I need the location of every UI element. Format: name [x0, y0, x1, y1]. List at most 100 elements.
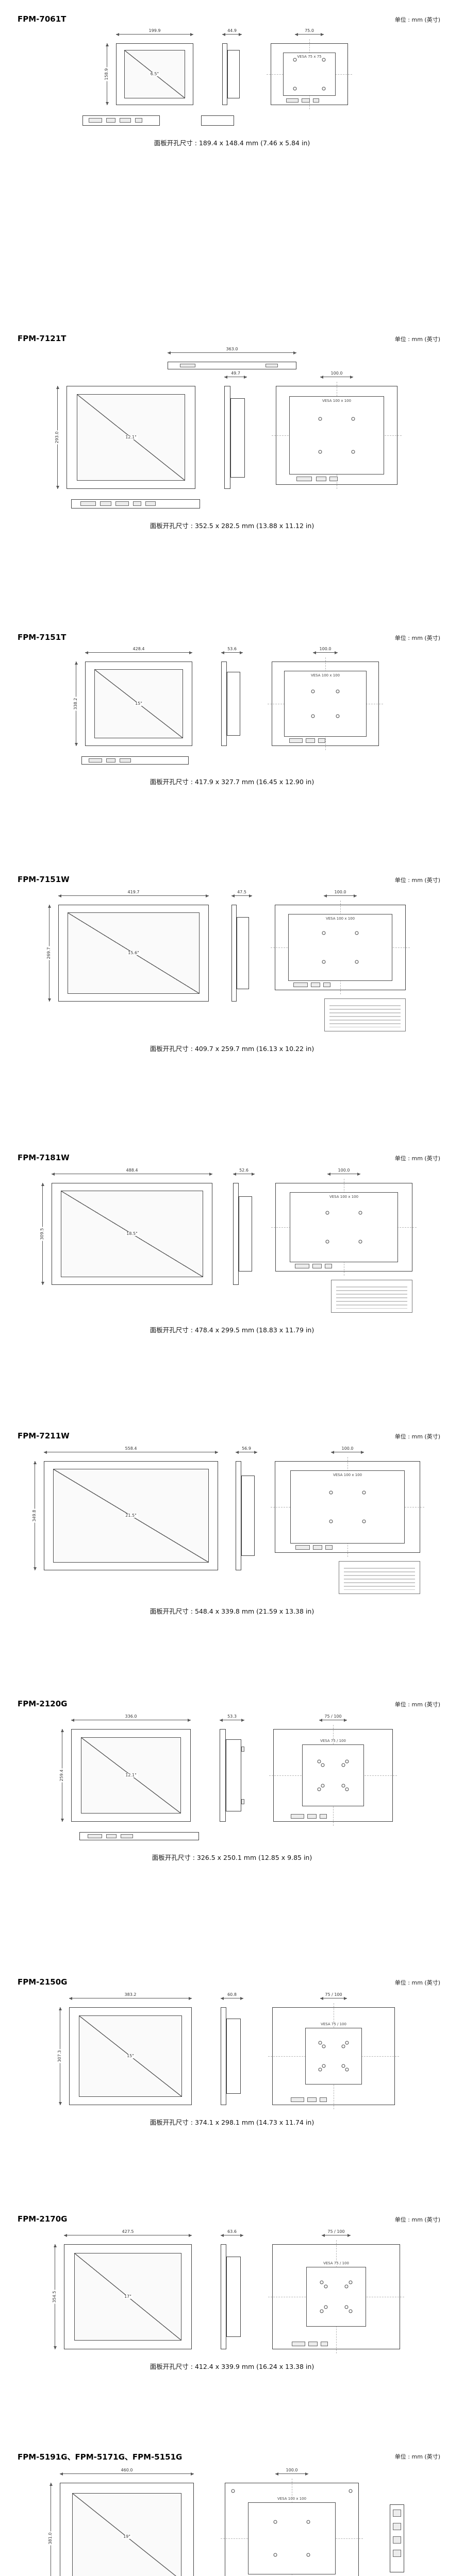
- screen-size-label: 15": [126, 2054, 135, 2058]
- io-port: [289, 738, 303, 743]
- io-port: [329, 477, 338, 481]
- unit-label: 单位 : mm (英寸): [394, 336, 440, 343]
- side-bezel: [221, 2007, 226, 2105]
- screen: 21.5": [53, 1469, 209, 1563]
- side-chassis: [241, 1476, 255, 1556]
- dimension-caption: 面板开孔尺寸 : 374.1 x 298.1 mm (14.73 x 11.74…: [150, 2119, 314, 2126]
- rear-view: 75 / 100 VESA 75 / 100: [268, 1993, 399, 2109]
- dimension-label: 349.8: [32, 1509, 37, 1523]
- io-port: [308, 2342, 318, 2346]
- front-view: 293.0 12.1": [55, 386, 195, 489]
- side-view: 52.6: [233, 1168, 255, 1285]
- bottom-view: [82, 115, 160, 126]
- note-box: [324, 998, 406, 1031]
- side-bezel: [233, 1183, 239, 1285]
- dimension-label: 49.7: [230, 371, 241, 376]
- dimension-caption: 面板开孔尺寸 : 352.5 x 282.5 mm (13.88 x 11.12…: [150, 522, 314, 530]
- vesa-hole: [344, 2305, 349, 2309]
- io-port: [291, 2097, 304, 2102]
- vesa-hole: [345, 2067, 349, 2072]
- vesa-hole: [362, 1519, 366, 1523]
- io-port: [307, 2097, 317, 2102]
- vesa-plate: [306, 2267, 366, 2327]
- section-fpm-7181w: FPM-7181W 单位 : mm (英寸) 488.4 309.5 18.5"…: [0, 1146, 464, 1424]
- vesa-hole: [324, 2284, 328, 2289]
- rear-panel: [289, 396, 384, 474]
- io-port: [293, 982, 308, 987]
- io-port: [321, 2342, 328, 2346]
- vesa-hole: [351, 417, 355, 421]
- io-port: [295, 1545, 310, 1550]
- side-chassis: [226, 2019, 241, 2094]
- io-port: [291, 1814, 304, 1819]
- vesa-hole: [317, 1759, 321, 1764]
- unit-label: 单位 : mm (英寸): [394, 635, 440, 641]
- vesa-hole: [322, 87, 326, 91]
- screen-size-label: 17": [123, 2294, 132, 2299]
- model-name: FPM-2120G: [18, 1699, 68, 1708]
- vesa-hole: [273, 2520, 277, 2524]
- side-view: 53.6: [221, 647, 243, 746]
- dimension-caption: 面板开孔尺寸 : 189.4 x 148.4 mm (7.46 x 5.84 i…: [154, 139, 310, 147]
- dimension-label: 75 / 100: [326, 2229, 346, 2234]
- vesa-hole: [306, 2553, 310, 2557]
- io-port: [135, 118, 142, 123]
- dimension-label: 53.3: [226, 1714, 238, 1719]
- vesa-hole: [358, 1211, 362, 1215]
- front-view: 460.0 381.0 19": [48, 2468, 194, 2576]
- dimension-caption: 面板开孔尺寸 : 409.7 x 259.7 mm (16.13 x 10.22…: [150, 1045, 314, 1053]
- rear-view: 100.0 VESA 100 x 100: [221, 2468, 363, 2576]
- rear-view: 100.0 VESA 100 x 100: [271, 890, 410, 994]
- side-view: 63.6: [221, 2230, 243, 2349]
- front-view: 383.2 307.3 15": [57, 1993, 192, 2105]
- rear-view-group: 100.0 VESA 100 x 100: [271, 1168, 417, 1313]
- side-chassis: [230, 398, 245, 478]
- unit-label: 单位 : mm (英寸): [394, 1979, 440, 1986]
- screen-size-label: 15.6": [127, 951, 140, 955]
- io-port: [266, 364, 278, 367]
- vesa-hole: [320, 2309, 324, 2313]
- front-view: 419.7 269.7 15.6": [46, 890, 209, 1002]
- io-port: [311, 982, 320, 987]
- side-bezel: [221, 2244, 226, 2349]
- dimension-label: 63.6: [226, 2229, 238, 2234]
- dimension-label: 354.5: [52, 2290, 57, 2304]
- side-chassis: [226, 1739, 241, 1811]
- dimension-caption: 面板开孔尺寸 : 326.5 x 250.1 mm (12.85 x 9.85 …: [152, 1854, 312, 1861]
- vesa-hole: [321, 1763, 325, 1767]
- vesa-label: VESA 75 / 100: [319, 1739, 347, 1743]
- io-port: [89, 118, 102, 123]
- rear-view: 100.0 VESA 100 x 100: [271, 1168, 417, 1276]
- section-fpm-5191g-5171g-5151g: FPM-5191G、FPM-5171G、FPM-5151G 单位 : mm (英…: [0, 2444, 464, 2576]
- side-view: 47.5: [231, 890, 252, 1002]
- dimension-label: 100.0: [333, 890, 347, 894]
- io-port: [325, 1264, 332, 1268]
- vesa-label: VESA 100 x 100: [321, 399, 353, 403]
- dimension-line: 199.9: [116, 29, 193, 36]
- screen-size-label: 12.1": [124, 435, 138, 439]
- vesa-hole: [322, 58, 326, 62]
- io-port: [295, 1264, 309, 1268]
- rear-panel: [283, 53, 336, 96]
- screen: 15.6": [68, 912, 200, 994]
- vesa-label: VESA 100 x 100: [276, 2497, 308, 2501]
- vesa-hole: [345, 1759, 349, 1764]
- dimension-label: 53.6: [226, 647, 238, 651]
- io-port: [145, 501, 156, 506]
- rear-view-group: 100.0 VESA 100 x 100: [271, 890, 410, 1031]
- io-port: [318, 738, 325, 743]
- dimension-label: 381.0: [48, 2531, 53, 2546]
- screen-size-label: 19": [122, 2534, 131, 2539]
- dimension-line: 419.7: [58, 890, 209, 897]
- io-panel-view: [390, 2504, 404, 2572]
- unit-label: 单位 : mm (英寸): [394, 2453, 440, 2460]
- dimension-label: 309.5: [40, 1227, 44, 1241]
- dimension-label: 259.4: [59, 1768, 64, 1783]
- side-chassis: [239, 1196, 252, 1272]
- unit-label: 单位 : mm (英寸): [394, 1701, 440, 1708]
- io-port: [316, 477, 326, 481]
- dimension-label: 75 / 100: [323, 1714, 343, 1719]
- vesa-hole: [321, 1784, 325, 1788]
- rear-view: 100.0 VESA 100 x 100: [268, 647, 383, 750]
